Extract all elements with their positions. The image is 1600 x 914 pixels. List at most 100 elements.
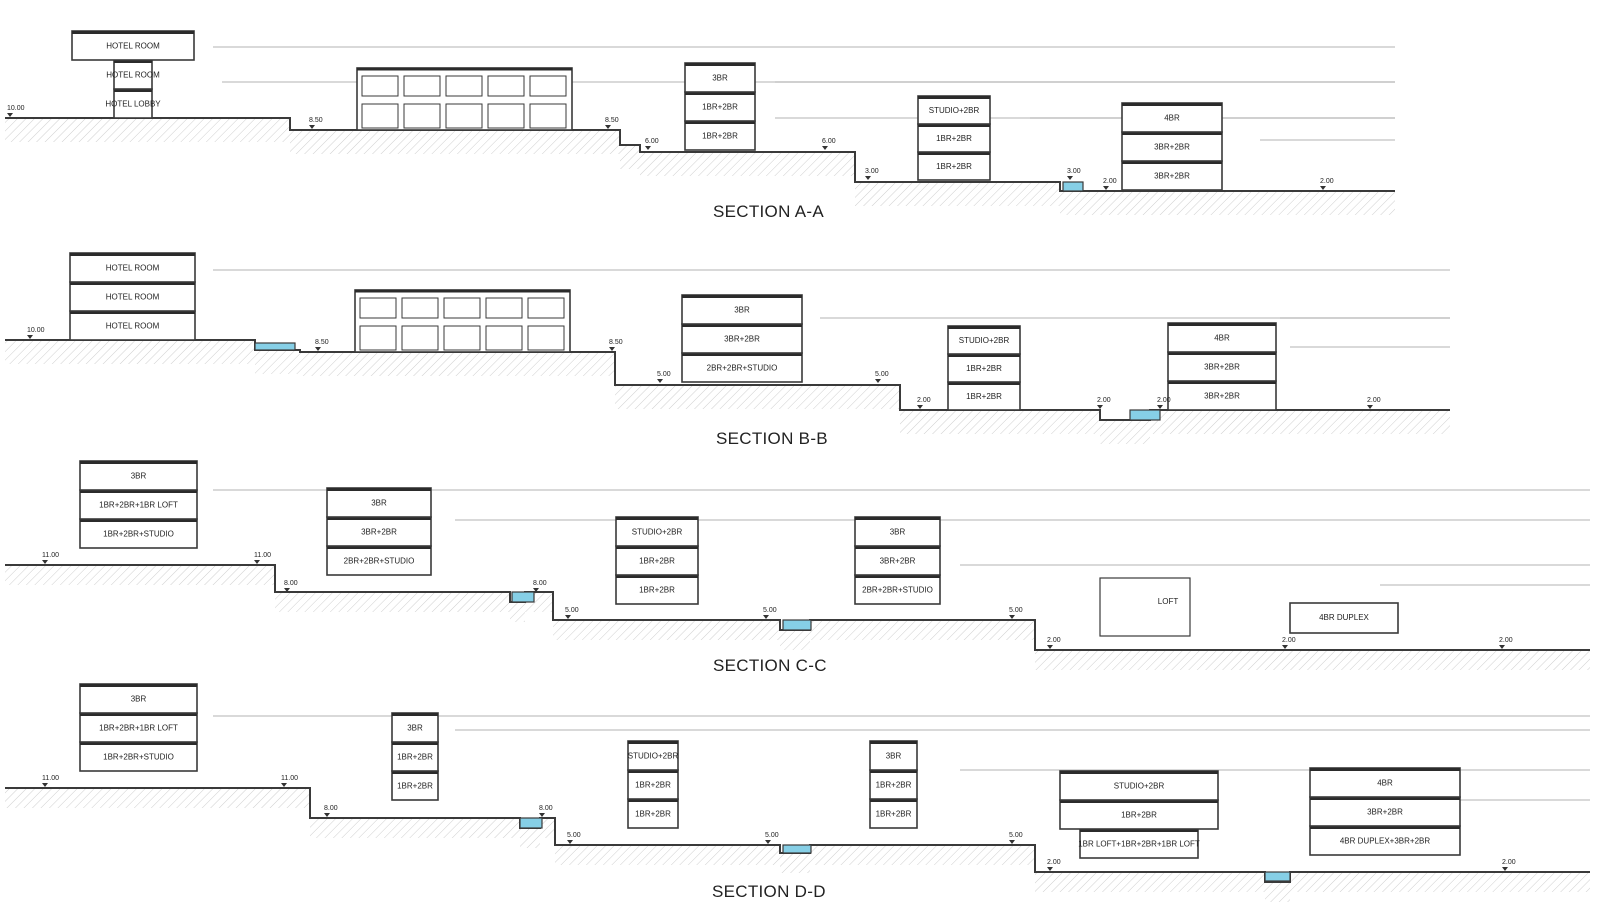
level-label: 5.00 (657, 371, 671, 378)
window (445, 75, 483, 97)
level-label: 11.00 (42, 775, 59, 782)
building-floor (681, 323, 803, 354)
building-floor (391, 770, 439, 801)
level-marker-icon (1067, 176, 1073, 180)
window (359, 325, 397, 351)
building-floor (854, 516, 941, 547)
pool (1062, 181, 1084, 192)
building-floor (947, 381, 1021, 411)
level-marker-icon (657, 379, 663, 383)
level-label: 8.00 (539, 805, 553, 812)
level-marker-icon (281, 783, 287, 787)
window (529, 103, 567, 129)
level-label: 8.00 (284, 580, 298, 587)
level-marker-icon (1282, 645, 1288, 649)
level-marker-icon (565, 615, 571, 619)
room-label: LOFT (1158, 597, 1179, 606)
level-label: 8.50 (315, 339, 329, 346)
building-floor (1059, 770, 1219, 801)
level-marker-icon (822, 146, 828, 150)
room-label: 1BR+2BR (702, 103, 738, 112)
level-marker-icon (917, 405, 923, 409)
room-label: 4BR DUPLEX+3BR+2BR (1340, 837, 1430, 846)
level-label: 11.00 (281, 775, 298, 782)
level-marker-icon (1320, 186, 1326, 190)
room-label: STUDIO+2BR (1114, 782, 1165, 791)
room-label: 1BR+2BR (876, 781, 912, 790)
pool (782, 619, 812, 631)
building-block (356, 67, 573, 131)
level-marker-icon (645, 146, 651, 150)
building-floor (627, 798, 679, 829)
pool (511, 591, 535, 603)
room-label: 1BR+2BR+1BR LOFT (99, 724, 178, 733)
room-label: 3BR (734, 306, 750, 315)
level-marker-icon (567, 840, 573, 844)
ground-line (5, 117, 1395, 192)
room-label: 3BR+2BR (1154, 172, 1190, 181)
building-floor (1309, 767, 1461, 798)
window (361, 75, 399, 97)
level-marker-icon (324, 813, 330, 817)
room-label: HOTEL ROOM (106, 322, 160, 331)
room-label: 3BR+2BR (724, 335, 760, 344)
pool (519, 817, 543, 829)
level-label: 5.00 (763, 607, 777, 614)
room-label: 3BR+2BR (1367, 808, 1403, 817)
level-marker-icon (1157, 405, 1163, 409)
level-label: 2.00 (1103, 178, 1117, 185)
level-label: 2.00 (1499, 637, 1513, 644)
level-marker-icon (1047, 867, 1053, 871)
room-label: 4BR DUPLEX (1319, 613, 1369, 622)
building-floor (947, 353, 1021, 383)
room-label: 3BR (890, 528, 906, 537)
level-label: 3.00 (1067, 168, 1081, 175)
level-label: 10.00 (27, 327, 45, 334)
window (403, 75, 441, 97)
building-floor (391, 741, 439, 772)
level-label: 2.00 (1047, 859, 1061, 866)
level-marker-icon (1047, 645, 1053, 649)
room-label: 4BR (1214, 334, 1230, 343)
window (359, 297, 397, 319)
building-floor (681, 294, 803, 325)
room-label: 4BR (1164, 114, 1180, 123)
level-marker-icon (1009, 615, 1015, 619)
building-floor (1289, 602, 1399, 634)
window (487, 75, 525, 97)
pool (254, 342, 296, 351)
level-label: 8.50 (605, 117, 619, 124)
building-floor (326, 516, 432, 547)
window (401, 297, 439, 319)
building-floor (326, 487, 432, 518)
building-floor (71, 30, 195, 61)
room-label: 3BR+2BR (1204, 363, 1240, 372)
room-label: HOTEL ROOM (106, 264, 160, 273)
building-floor (113, 59, 153, 90)
room-label: HOTEL LOBBY (105, 100, 161, 109)
window (529, 75, 567, 97)
room-label: 1BR+2BR (397, 782, 433, 791)
level-label: 5.00 (567, 832, 581, 839)
section-title-d-d: SECTION D-D (712, 882, 826, 901)
pool (1129, 409, 1161, 421)
room-label: 2BR+2BR+STUDIO (344, 557, 415, 566)
level-marker-icon (875, 379, 881, 383)
room-label: 1BR+2BR (936, 162, 972, 171)
room-label: 1BR+2BR (876, 810, 912, 819)
level-marker-icon (42, 560, 48, 564)
building-floor (69, 310, 196, 341)
room-label: 2BR+2BR+STUDIO (862, 586, 933, 595)
loft-shell (1099, 577, 1191, 637)
level-marker-icon (315, 347, 321, 351)
level-label: 2.00 (917, 397, 931, 404)
level-marker-icon (605, 125, 611, 129)
building-floor (627, 740, 679, 771)
room-label: 1BR LOFT+1BR+2BR+1BR LOFT (1078, 840, 1200, 849)
level-marker-icon (27, 335, 33, 339)
level-marker-icon (309, 125, 315, 129)
level-marker-icon (1502, 867, 1508, 871)
building-floor (113, 88, 153, 119)
room-label: STUDIO+2BR (632, 528, 683, 537)
room-label: STUDIO+2BR (628, 752, 679, 761)
